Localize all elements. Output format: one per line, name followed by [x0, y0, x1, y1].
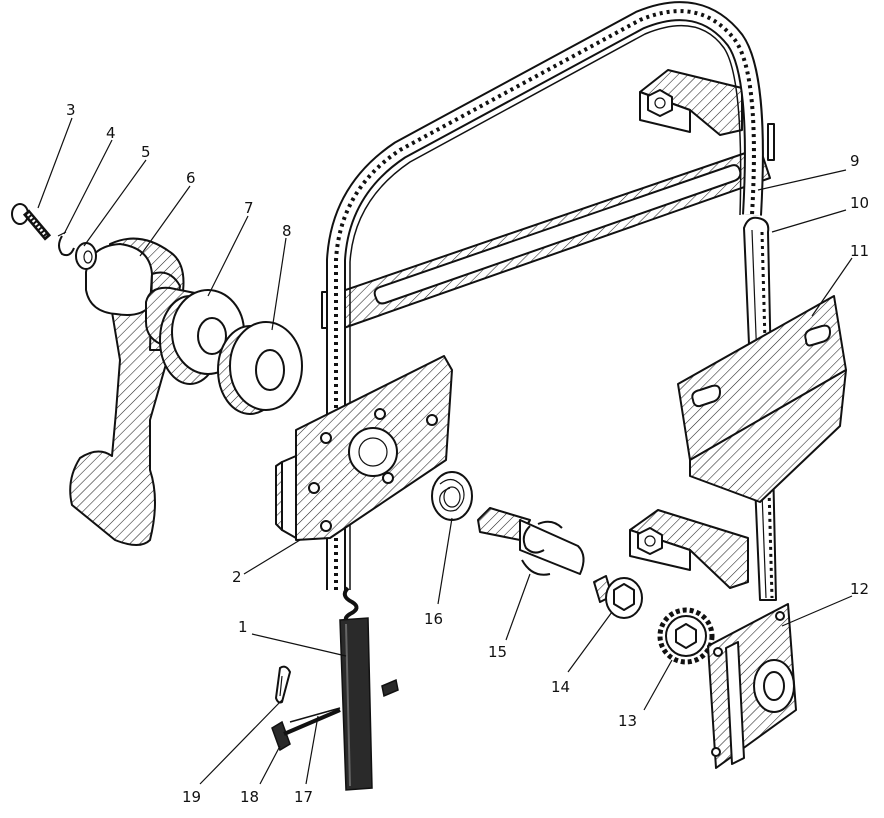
callout-3: 3: [66, 101, 76, 119]
callout-13: 13: [618, 712, 637, 730]
callout-16: 16: [424, 610, 443, 628]
small-washer: [75, 242, 97, 270]
retaining-clip: [57, 231, 75, 257]
callout-17: 17: [294, 788, 313, 806]
gear-housing-plate: [707, 603, 797, 769]
cotter-pin: [275, 665, 291, 704]
leader-lines: [37, 117, 853, 785]
callout-14: 14: [551, 678, 570, 696]
horizontal-cross-bar: [321, 147, 771, 331]
window-crank-handle: [69, 237, 185, 546]
hex-nut-stud: [593, 575, 643, 619]
callout-2: 2: [232, 568, 242, 586]
screw: [11, 203, 52, 241]
callout-6: 6: [186, 169, 196, 187]
callout-labels: 3 4 5 6 7 8 9 10 11 12 2 1 16 15 14 13 1…: [66, 101, 869, 806]
pin-bolt: [271, 708, 341, 752]
callout-10: 10: [850, 194, 869, 212]
coil-spring: [431, 471, 473, 521]
glass-holder-plate: [677, 295, 847, 503]
lower-right-bracket: [629, 509, 749, 589]
callout-8: 8: [282, 222, 292, 240]
upper-right-bracket: [639, 69, 743, 136]
callout-18: 18: [240, 788, 259, 806]
callout-4: 4: [106, 124, 116, 142]
callout-9: 9: [850, 152, 860, 170]
callout-1: 1: [238, 618, 248, 636]
slider-cable-tube: [339, 586, 399, 791]
drive-gear: [657, 607, 715, 665]
regulator-mounting-plate: [275, 355, 453, 541]
callout-5: 5: [141, 143, 151, 161]
callout-12: 12: [850, 580, 869, 598]
outer-washer-ring: [217, 321, 303, 415]
callout-7: 7: [244, 199, 254, 217]
callout-19: 19: [182, 788, 201, 806]
callout-15: 15: [488, 643, 507, 661]
callout-11: 11: [850, 242, 869, 260]
threaded-rod: [289, 707, 341, 723]
drive-shaft: [477, 507, 585, 576]
glass-run-frame: [326, 1, 775, 590]
